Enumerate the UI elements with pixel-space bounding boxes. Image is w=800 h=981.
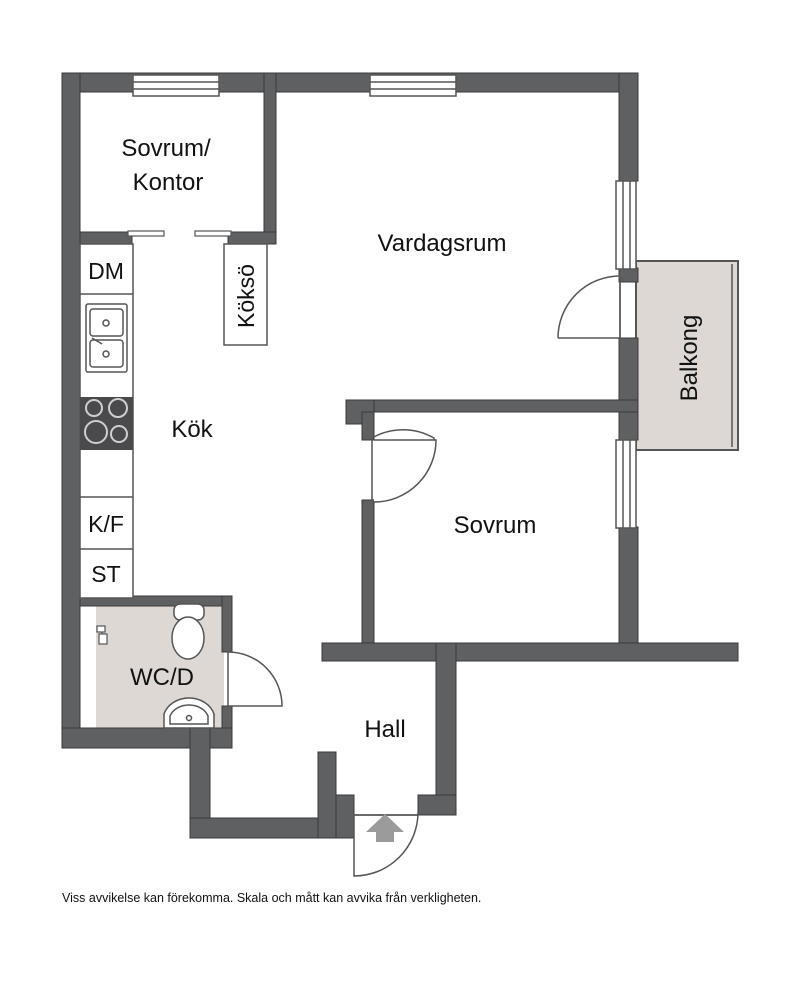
window-right-upper <box>615 180 637 270</box>
windows <box>132 74 637 529</box>
shower-icon <box>96 625 108 645</box>
fixture-label-st: ST <box>91 561 120 587</box>
room-label-wc-d: WC/D <box>130 664 194 691</box>
sink-icon <box>85 303 128 373</box>
kitchen-island <box>223 243 268 346</box>
washbasin-icon <box>163 697 215 729</box>
room-label-vardagsrum: Vardagsrum <box>378 230 507 257</box>
fixture-label-dm: DM <box>88 258 124 284</box>
room-label-sovrum-kontor-1: Sovrum/ <box>121 135 211 162</box>
room-label-kok: Kök <box>171 416 213 443</box>
window-right-lower <box>615 439 637 529</box>
window-top-right <box>369 74 457 97</box>
fixture-label-koksö: Köksö <box>233 264 259 328</box>
fixture-label-kf: K/F <box>88 511 124 537</box>
disclaimer-text: Viss avvikelse kan förekomma. Skala och … <box>62 891 482 905</box>
doorway-kontor[interactable] <box>127 230 232 237</box>
room-label-sovrum-kontor-2: Kontor <box>133 169 204 196</box>
walls <box>61 72 739 839</box>
wc-door[interactable] <box>227 651 283 707</box>
entrance-arrow-icon <box>366 814 404 842</box>
stove-icon <box>80 397 133 450</box>
balcony-floor <box>635 260 739 451</box>
room-label-balkong: Balkong <box>676 315 703 402</box>
window-top-left <box>132 74 220 97</box>
toilet-icon <box>171 603 205 660</box>
balcony-door[interactable] <box>557 275 621 339</box>
sovrum-door-swing <box>373 439 437 503</box>
room-label-sovrum: Sovrum <box>454 512 537 539</box>
room-label-hall: Hall <box>364 716 405 743</box>
